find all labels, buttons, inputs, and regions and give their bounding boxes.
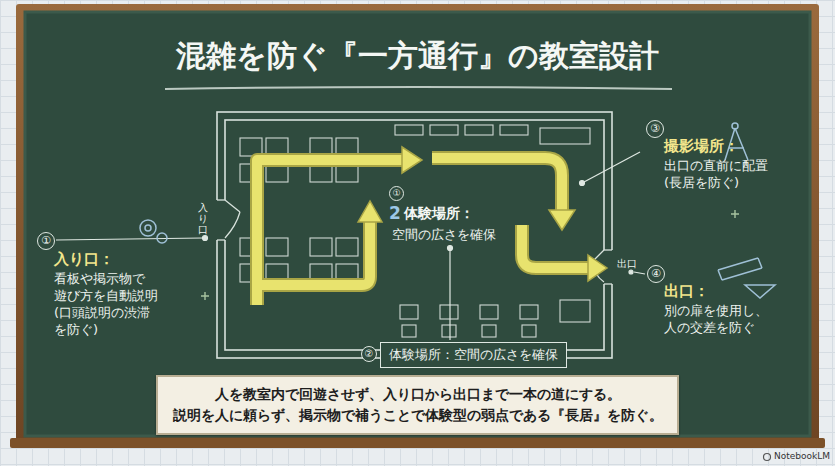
chalk-drawing — [225, 120, 604, 350]
chalk-drawing — [448, 246, 453, 251]
callout-number: ① — [389, 186, 404, 201]
watermark: NotebookLM — [774, 451, 830, 461]
chalk-drawing — [584, 152, 640, 182]
chalk-drawing — [257, 158, 589, 305]
chalk-drawing — [629, 270, 633, 274]
chalk-drawing — [262, 221, 370, 285]
chalk-drawing — [25, 12, 810, 436]
door-label: 入り口 — [198, 202, 208, 235]
desk — [310, 238, 332, 256]
chalk-drawing — [217, 200, 612, 284]
chalk-drawing — [549, 210, 575, 230]
desk — [336, 238, 358, 256]
chalk-drawing — [225, 200, 240, 212]
callout-heading: 入り口： — [54, 250, 114, 269]
chalk-drawing — [217, 239, 225, 240]
chalk-drawing — [165, 87, 672, 89]
chalk-drawing — [225, 212, 240, 238]
chalk-drawing — [203, 236, 208, 241]
callout-number: ② — [361, 346, 377, 362]
callout-number: ④ — [647, 265, 665, 283]
chalk-drawing — [10, 438, 825, 448]
chalk-drawing — [432, 158, 562, 211]
desk — [465, 125, 493, 135]
desk — [560, 300, 590, 322]
area-heading: 体験場所： — [404, 205, 474, 223]
callout-text: 看板や掲示物で 遊び方を自動説明 (口頭説明の渋滞 を防ぐ) — [54, 270, 176, 338]
chalk-drawing — [358, 201, 382, 222]
chalk-drawing — [140, 220, 156, 236]
chalk-drawing — [731, 210, 739, 218]
chalk-drawing — [764, 454, 771, 461]
chalk-drawing — [201, 210, 739, 300]
chalk-drawing — [25, 12, 810, 436]
chalk-drawing — [257, 158, 588, 305]
chalk-drawing — [145, 225, 151, 231]
callout-number: ③ — [646, 120, 664, 138]
chalk-drawing — [588, 255, 607, 281]
chalk-drawing — [201, 292, 209, 300]
desk — [266, 238, 288, 256]
title: 混雑を防ぐ『一方通行』の教室設計 — [0, 36, 835, 77]
desk — [440, 305, 458, 319]
chalk-drawing — [217, 112, 612, 358]
desk — [400, 305, 418, 319]
chalk-drawing — [522, 225, 589, 268]
chalk-drawing — [257, 160, 402, 305]
chalk-drawing — [732, 123, 738, 129]
box-text: 体験場所：空間の広さを確保 — [389, 347, 558, 362]
chalk-drawing — [634, 272, 645, 274]
chalk-drawing — [402, 147, 422, 173]
chalk-drawing — [604, 249, 612, 250]
chalk-drawing — [157, 233, 167, 243]
chalk-drawing — [262, 222, 370, 285]
chalk-drawing — [604, 283, 612, 284]
chalk-drawing — [257, 160, 403, 305]
callout-heading: 撮影場所： — [664, 137, 739, 156]
desk — [480, 305, 498, 319]
area-number: 2 — [389, 203, 401, 223]
chalk-drawing — [56, 238, 203, 240]
area-text: 空間の広さを確保 — [392, 226, 496, 244]
chalk-drawing — [718, 258, 762, 280]
chalk-drawing — [745, 285, 775, 298]
desk — [540, 128, 590, 144]
chalk-drawing — [215, 200, 227, 240]
desk — [402, 325, 416, 337]
callout-text: 出口の直前に配置 (長居を防ぐ) — [664, 157, 786, 191]
chalk-drawing — [140, 123, 775, 298]
callout-box: 体験場所：空間の広さを確保 — [380, 342, 567, 368]
desk — [395, 125, 423, 135]
desk — [430, 125, 458, 135]
chalk-drawing — [432, 158, 562, 210]
callout-number: ① — [37, 232, 55, 250]
chalk-drawing — [449, 250, 450, 340]
desk — [442, 325, 456, 337]
desk — [482, 325, 496, 337]
chalk-drawing — [358, 147, 607, 281]
chalk-drawing — [217, 199, 225, 200]
callout-text: 別の扉を使用し、 人の交差を防ぐ — [664, 302, 786, 336]
chalk-drawing — [240, 125, 590, 337]
door-label: 出口 — [617, 257, 637, 271]
caption-box: 人を教室内で回遊させず、入り口から出口まで一本の道にする。 説明を人に頼らず、掲… — [156, 375, 679, 435]
chalk-drawing — [257, 158, 589, 305]
chalk-drawing — [217, 112, 612, 358]
chalk-drawing — [580, 181, 585, 186]
desk — [520, 305, 538, 319]
caption: 人を教室内で回遊させず、入り口から出口まで一本の道にする。 説明を人に頼らず、掲… — [172, 384, 663, 426]
desk — [500, 125, 528, 135]
chalk-drawing — [522, 225, 588, 268]
desk — [522, 325, 536, 337]
callout-heading: 出口： — [664, 282, 709, 301]
